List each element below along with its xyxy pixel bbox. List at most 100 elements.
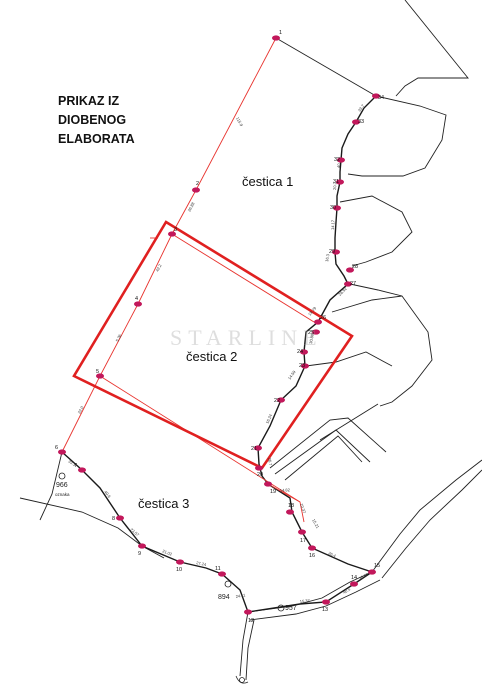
point-label-17: 17 [300,538,306,544]
point-label-32: 32 [334,157,340,163]
point-marker-30 [333,205,341,211]
point-label-12: 12 [248,618,254,624]
point-marker-7 [78,467,86,473]
point-label-27: 27 [350,281,356,287]
point-label-31: 31 [333,179,339,185]
measurement-label: 33.3 [67,459,77,468]
point-marker-10 [176,559,184,565]
measurement-label: 30.88 [308,333,315,344]
point-label-22: 22 [274,398,280,404]
point-marker-29 [332,249,340,255]
point-label-2: 2 [196,181,199,187]
point-marker-21 [254,445,262,451]
point-label-7: 7 [74,463,77,469]
parcel-number-957: 957 [285,605,297,612]
measurement-label: 14.82 [280,487,291,493]
point-marker-17 [298,529,306,535]
measurement-label: 40.5 [342,586,352,595]
map-title: PRIKAZ IZ DIOBENOG ELABORATA [58,92,135,149]
point-label-33: 33 [358,119,364,125]
parcel-label-1: čestica 1 [242,174,294,189]
point-marker-9 [138,543,146,549]
point-label-6: 6 [55,445,58,451]
point-label-1: 1 [279,30,282,36]
measurement-label: 40.6 [103,490,112,500]
measurement-label: 15.21 [311,518,321,530]
measurement-label: 26.7 [267,457,273,466]
point-marker-5 [96,373,104,379]
point-marker-18 [286,509,294,515]
point-marker-33 [352,119,360,125]
measurement-label: 10.37 [299,503,307,515]
point-label-9: 9 [138,551,141,557]
point-label-34: 34 [378,95,384,101]
measurement-label: 20.2 [332,181,337,190]
point-marker-14 [350,581,358,587]
point-marker-19 [264,481,272,487]
point-label-15: 15 [374,563,380,569]
parcel-number-markers [58,472,285,612]
point-label-21: 21 [251,446,257,452]
point-marker-16 [308,545,316,551]
point-label-25: 25 [308,330,314,336]
point-label-16: 16 [309,553,315,559]
measurement-label: 24.11 [235,592,246,599]
measurement-label: 33.7 [357,103,366,113]
road-marker [239,677,245,683]
point-label-3: 3 [174,227,177,233]
point-label-28: 28 [352,264,358,270]
point-marker-34 [372,93,380,99]
measurement-label: 27.24 [196,560,208,567]
measurement-labels: 115.926.8842.25.3622.033.340.623.5721.02… [67,103,369,604]
parcel-label-2: čestica 2 [186,349,238,364]
measurement-label: 21.02 [162,548,174,557]
measurement-label: 22.0 [76,405,84,415]
measurement-label: 26.92 [337,286,348,297]
parcel-number-894: 894 [218,594,230,601]
measurement-label: 16.3 [324,253,330,262]
point-marker-20 [255,465,263,471]
point-label-23: 23 [299,363,305,369]
title-line-1: PRIKAZ IZ [58,94,120,108]
point-label-29: 29 [329,249,335,255]
point-marker-25 [312,329,320,335]
point-label-18: 18 [288,503,294,509]
measurement-label: 40.1 [336,159,341,168]
point-marker-26 [314,319,322,325]
point-label-19: 19 [270,489,276,495]
parcel-number-966-sub: oznaka [55,492,70,497]
point-marker-3 [168,231,176,237]
measurement-label: 42.2 [154,263,162,273]
point-marker-13 [322,599,330,605]
point-marker-15 [368,569,376,575]
measurement-label: 19.79 [307,305,318,316]
point-label-24: 24 [297,349,303,355]
point-marker-2 [192,187,200,193]
point-marker-32 [337,157,345,163]
measurement-label: 26.88 [186,201,195,213]
measurement-label: 5.36 [114,333,122,343]
parcel-number-966: 966 [56,482,68,489]
point-marker-6 [58,449,66,455]
point-label-4: 4 [135,296,138,302]
measurement-label: 26.4 [328,550,338,558]
parcel-label-3: čestica 3 [138,496,190,511]
point-label-8: 8 [112,516,115,522]
point-label-26: 26 [320,315,326,321]
point-label-14: 14 [351,575,357,581]
point-marker-11 [218,571,226,577]
point-marker-4 [134,301,142,307]
point-marker-22 [277,397,285,403]
title-line-3: ELABORATA [58,132,135,146]
point-label-11: 11 [215,566,221,572]
measurement-label: 20.52 [358,571,370,581]
point-marker-1 [272,35,280,41]
point-marker-12 [244,609,252,615]
point-label-20: 20 [257,472,263,478]
measurement-label: 16.24 [264,413,273,425]
point-label-5: 5 [96,369,99,375]
point-label-10: 10 [176,567,182,573]
point-marker-31 [336,179,344,185]
point-label-13: 13 [322,607,328,613]
